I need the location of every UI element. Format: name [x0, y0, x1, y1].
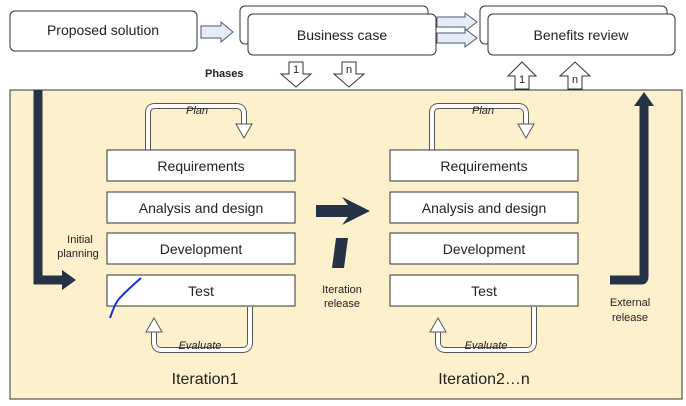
iteration2-plan-loop-inner [430, 104, 528, 151]
iteration1-test-label: Test [188, 283, 214, 299]
iteration1-annotation-stroke [109, 277, 142, 319]
iteration1-plan-label: Plan [186, 105, 208, 117]
iteration2-evaluate-label: Evaluate [465, 340, 508, 352]
proposed-solution-label: Proposed solution [47, 22, 159, 38]
review-n-up-arrow [558, 61, 592, 90]
phase-n-down-arrow [332, 61, 366, 88]
iteration1-analysis-design-label: Analysis and design [139, 200, 264, 216]
external-release-label-1: External [610, 297, 650, 309]
review-1-label: 1 [519, 74, 525, 86]
external-release-arrow [610, 104, 649, 285]
benefits-review-box [487, 13, 676, 56]
iteration2-test-box [389, 274, 579, 307]
business-case-box [247, 13, 437, 56]
iteration-release-label-2: release [324, 298, 360, 310]
iteration2-requirements-label: Requirements [440, 158, 527, 174]
phase-n-label: n [346, 64, 352, 76]
iteration1-evaluate-arrowhead [145, 316, 163, 333]
business-case-label: Business case [297, 27, 387, 43]
iteration1-development-box [106, 232, 296, 265]
iteration-release-arrow [316, 197, 370, 225]
proposed-solution-box [9, 10, 198, 52]
initial-planning-arrowhead [62, 270, 76, 290]
review-n-label: n [572, 74, 578, 86]
iteration-release-label-1: Iteration [322, 284, 362, 296]
iteration2-evaluate-arrowhead [429, 316, 447, 333]
iteration1-plan-arrowhead [235, 123, 253, 140]
iteration2-plan-label: Plan [472, 105, 494, 117]
phase-1-down-arrow [279, 61, 313, 88]
iteration2-evaluate-loop-inner [436, 307, 536, 352]
iteration1-analysis-design-box [106, 191, 296, 224]
phases-label: Phases [205, 68, 244, 80]
iteration2-development-box [389, 232, 579, 265]
iteration2-development-label: Development [443, 241, 526, 257]
initial-planning-arrow [33, 90, 64, 285]
iteration-release-mark [332, 238, 348, 268]
arrow-to-benefits-review-1 [436, 12, 478, 32]
arrow-to-business-case [200, 20, 234, 44]
iteration1-evaluate-loop-inner [152, 307, 252, 352]
iteration2-requirements-box [389, 149, 579, 182]
review-1-up-arrow [506, 61, 538, 90]
initial-planning-label-2: planning [57, 248, 99, 260]
initial-planning-label-1: Initial [67, 234, 93, 246]
phase-1-label: 1 [293, 64, 299, 76]
iteration1-title: Iteration1 [172, 371, 239, 388]
iteration1-requirements-label: Requirements [157, 158, 244, 174]
iteration2-plan-arrowhead [517, 123, 535, 140]
external-release-arrowhead [634, 92, 654, 106]
iteration2-analysis-design-box [389, 191, 579, 224]
iteration2-test-label: Test [471, 283, 497, 299]
iteration1-requirements-box [106, 149, 296, 182]
iteration2-title: Iteration2…n [438, 371, 530, 388]
benefits-review-label: Benefits review [534, 27, 630, 43]
iteration2-analysis-design-label: Analysis and design [422, 200, 547, 216]
external-release-label-2: release [612, 312, 648, 324]
iteration1-development-label: Development [160, 241, 243, 257]
iteration1-evaluate-label: Evaluate [179, 340, 222, 352]
iteration1-plan-loop-inner [146, 104, 246, 151]
arrow-to-benefits-review-2 [436, 28, 478, 48]
